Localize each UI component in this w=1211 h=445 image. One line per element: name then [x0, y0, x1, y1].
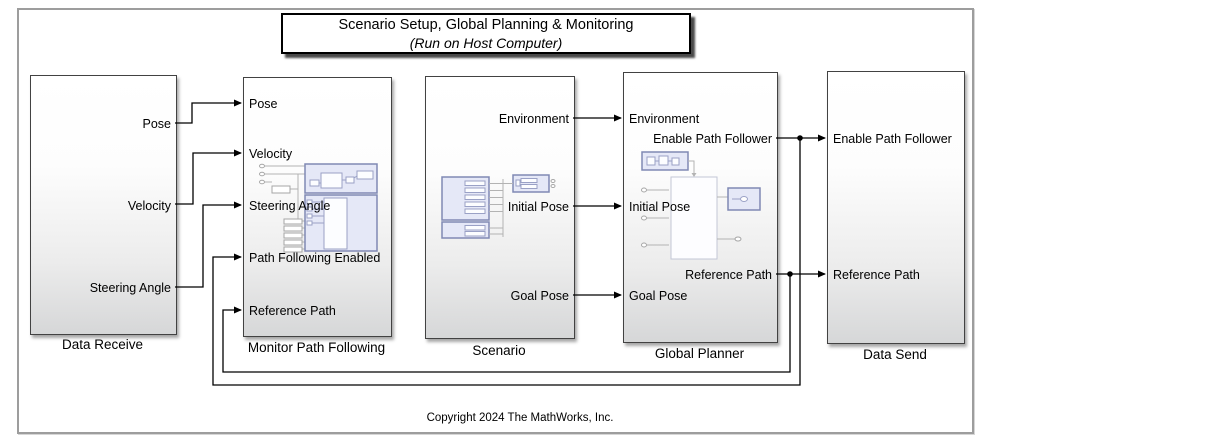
port-label-reference-path: Reference Path: [833, 268, 920, 282]
port-label-pose: Pose: [142, 117, 172, 131]
diagram-border: [17, 8, 974, 434]
port-label-enable-path-follower: Enable Path Follower: [653, 132, 772, 146]
wire-velocity[interactable]: [175, 149, 242, 205]
port-label-initial-pose: Initial Pose: [507, 200, 569, 214]
block-label-data-send: Data Send: [863, 347, 927, 362]
port-label-goal-pose: Goal Pose: [629, 289, 688, 303]
port-label-enable-path-follower: Enable Path Follower: [833, 132, 952, 146]
port-label-environment: Environment: [498, 112, 569, 126]
wire-enable-path-follower-feedback[interactable]: [212, 138, 801, 386]
port-label-reference-path: Reference Path: [249, 304, 336, 318]
subtitle-text: (Run on Host Computer): [409, 35, 563, 51]
port-label-velocity: Velocity: [127, 199, 171, 213]
port-label-goal-pose: Goal Pose: [510, 289, 569, 303]
block-label-monitor-path-following: Monitor Path Following: [247, 340, 386, 355]
port-label-velocity: Velocity: [249, 147, 293, 161]
block-label-data-receive: Data Receive: [61, 337, 144, 352]
port-label-reference-path: Reference Path: [685, 268, 772, 282]
wire-reference-path-feedback[interactable]: [222, 274, 791, 373]
copyright-annotation: Copyright 2024 The MathWorks, Inc.: [426, 412, 614, 424]
port-label-path-following-enabled: Path Following Enabled: [249, 251, 381, 265]
block-label-scenario: Scenario: [472, 343, 526, 358]
block-data-send[interactable]: Enable Path Follower Reference Path: [827, 71, 965, 344]
branch-point-reference-path: [787, 271, 793, 277]
block-label-global-planner: Global Planner: [654, 346, 745, 361]
wire-pose[interactable]: [175, 99, 242, 124]
port-label-environment: Environment: [629, 112, 700, 126]
branch-point-enable-path-follower: [797, 135, 803, 141]
title-annotation[interactable]: Scenario Setup, Global Planning & Monito…: [281, 13, 691, 54]
port-label-pose: Pose: [249, 97, 278, 111]
block-data-receive[interactable]: Pose Velocity Steering Angle: [30, 75, 177, 335]
wire-steering-angle[interactable]: [175, 201, 242, 288]
port-label-steering-angle: Steering Angle: [89, 281, 171, 295]
title-text: Scenario Setup, Global Planning & Monito…: [338, 17, 634, 33]
